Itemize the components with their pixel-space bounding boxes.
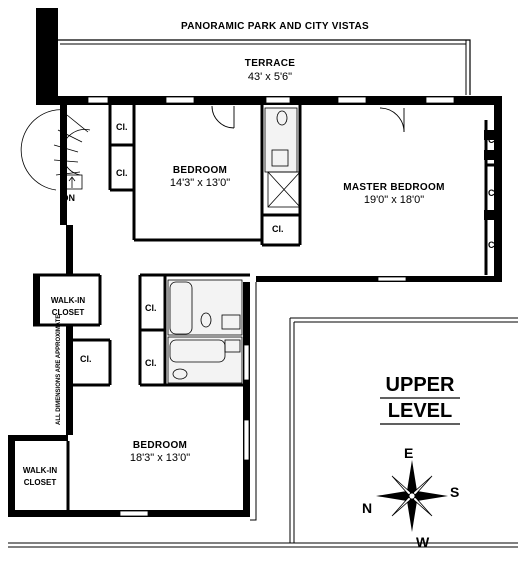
doors	[211, 105, 405, 133]
closet-label: Cl.	[488, 188, 500, 198]
view-title: Panoramic Park And City Vistas	[181, 21, 369, 32]
closet-label: Cl.	[488, 135, 500, 145]
level-line2: LEVEL	[388, 400, 452, 422]
windows-top	[87, 96, 455, 517]
walk-in-closet-1-line2: Closet	[52, 308, 85, 317]
compass-w: W	[416, 534, 430, 550]
compass-rose-icon	[376, 460, 448, 532]
terrace-label: Terrace	[245, 58, 295, 69]
stairs-down-label: DN	[62, 193, 75, 203]
compass-e: E	[404, 445, 413, 461]
closet-label: Cl.	[145, 303, 157, 313]
spiral-stairs	[20, 109, 91, 191]
master-bedroom-dims: 19'0" x 18'0"	[364, 194, 424, 206]
bedroom-lower-name: Bedroom	[133, 440, 187, 451]
level-line1: UPPER	[386, 374, 455, 396]
closet-label: Cl.	[116, 122, 128, 132]
compass-s: S	[450, 484, 459, 500]
master-bedroom-name: Master Bedroom	[343, 182, 444, 193]
walk-in-closet-2-line2: Closet	[24, 478, 57, 487]
closet-label: Cl.	[145, 358, 157, 368]
chimney	[36, 8, 58, 98]
terrace-dims: 43' x 5'6"	[248, 71, 292, 83]
terrace: Terrace 43' x 5'6"	[36, 39, 471, 95]
closet-label: Cl.	[272, 224, 284, 234]
closet-label: Cl.	[80, 354, 92, 364]
walk-in-closet-2-line1: Walk-In	[23, 466, 57, 475]
compass-n: N	[362, 500, 372, 516]
bedroom-upper-name: Bedroom	[173, 165, 227, 176]
building-outline	[8, 282, 518, 548]
walk-in-closet-1-line1: Walk-In	[51, 296, 85, 305]
bedroom-upper-dims: 14'3" x 13'0"	[170, 177, 230, 189]
interior-walls	[33, 105, 494, 510]
closet-labels: Cl. Cl. Cl. Cl. Cl. Cl. Cl. Cl. Cl.	[80, 122, 500, 368]
disclaimer: All dimensions are approximate	[56, 315, 62, 425]
closet-label: Cl.	[488, 240, 500, 250]
closet-label: Cl.	[116, 168, 128, 178]
room-labels: Bedroom 14'3" x 13'0" Master Bedroom 19'…	[23, 165, 445, 487]
bedroom-lower-dims: 18'3" x 13'0"	[130, 452, 190, 464]
bathrooms	[167, 107, 301, 384]
exterior-walls	[8, 96, 502, 517]
